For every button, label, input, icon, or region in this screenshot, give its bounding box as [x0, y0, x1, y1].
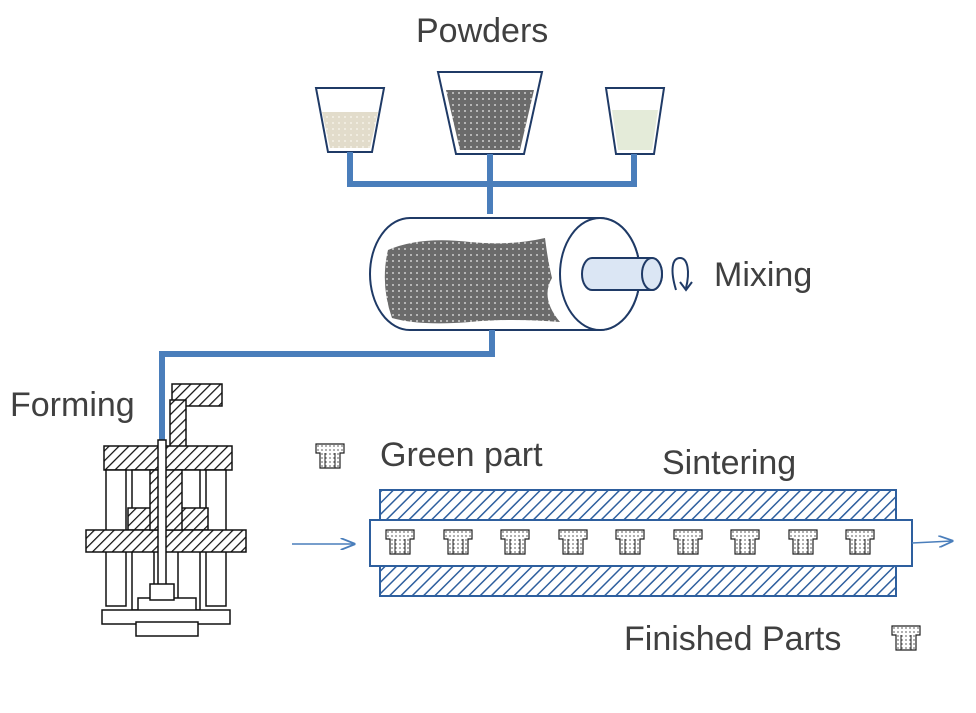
furnace-part-icon	[673, 529, 703, 555]
forming-press	[85, 383, 247, 637]
furnace-part-icon	[615, 529, 645, 555]
powders-label: Powders	[416, 12, 549, 50]
feed-pipes	[347, 152, 637, 214]
green-part-label: Green part	[380, 436, 543, 474]
furnace-part-icon	[730, 529, 760, 555]
sintering-label: Sintering	[662, 444, 797, 482]
furnace-part-icon	[845, 529, 875, 555]
rotation-arrow-icon	[671, 256, 693, 292]
arrow-out-of-furnace-icon	[911, 541, 952, 543]
furnace-part-icon	[788, 529, 818, 555]
furnace-part-icon	[385, 529, 415, 555]
forming-label: Forming	[10, 386, 135, 424]
powder-hopper-left	[314, 87, 386, 153]
furnace-part-icon	[558, 529, 588, 555]
mixing-label: Mixing	[714, 256, 813, 294]
mixer-shaft	[581, 257, 663, 291]
green-part-icon	[315, 443, 345, 469]
powder-hopper-right	[604, 87, 666, 155]
finished-part-icon	[891, 625, 921, 651]
furnace-part-icon	[443, 529, 473, 555]
feed-pipe-to-press	[159, 330, 495, 446]
finished-parts-label: Finished Parts	[624, 620, 842, 658]
powder-hopper-center	[436, 71, 544, 155]
furnace-parts	[385, 529, 875, 555]
mixer-drum	[369, 217, 641, 331]
furnace-part-icon	[500, 529, 530, 555]
